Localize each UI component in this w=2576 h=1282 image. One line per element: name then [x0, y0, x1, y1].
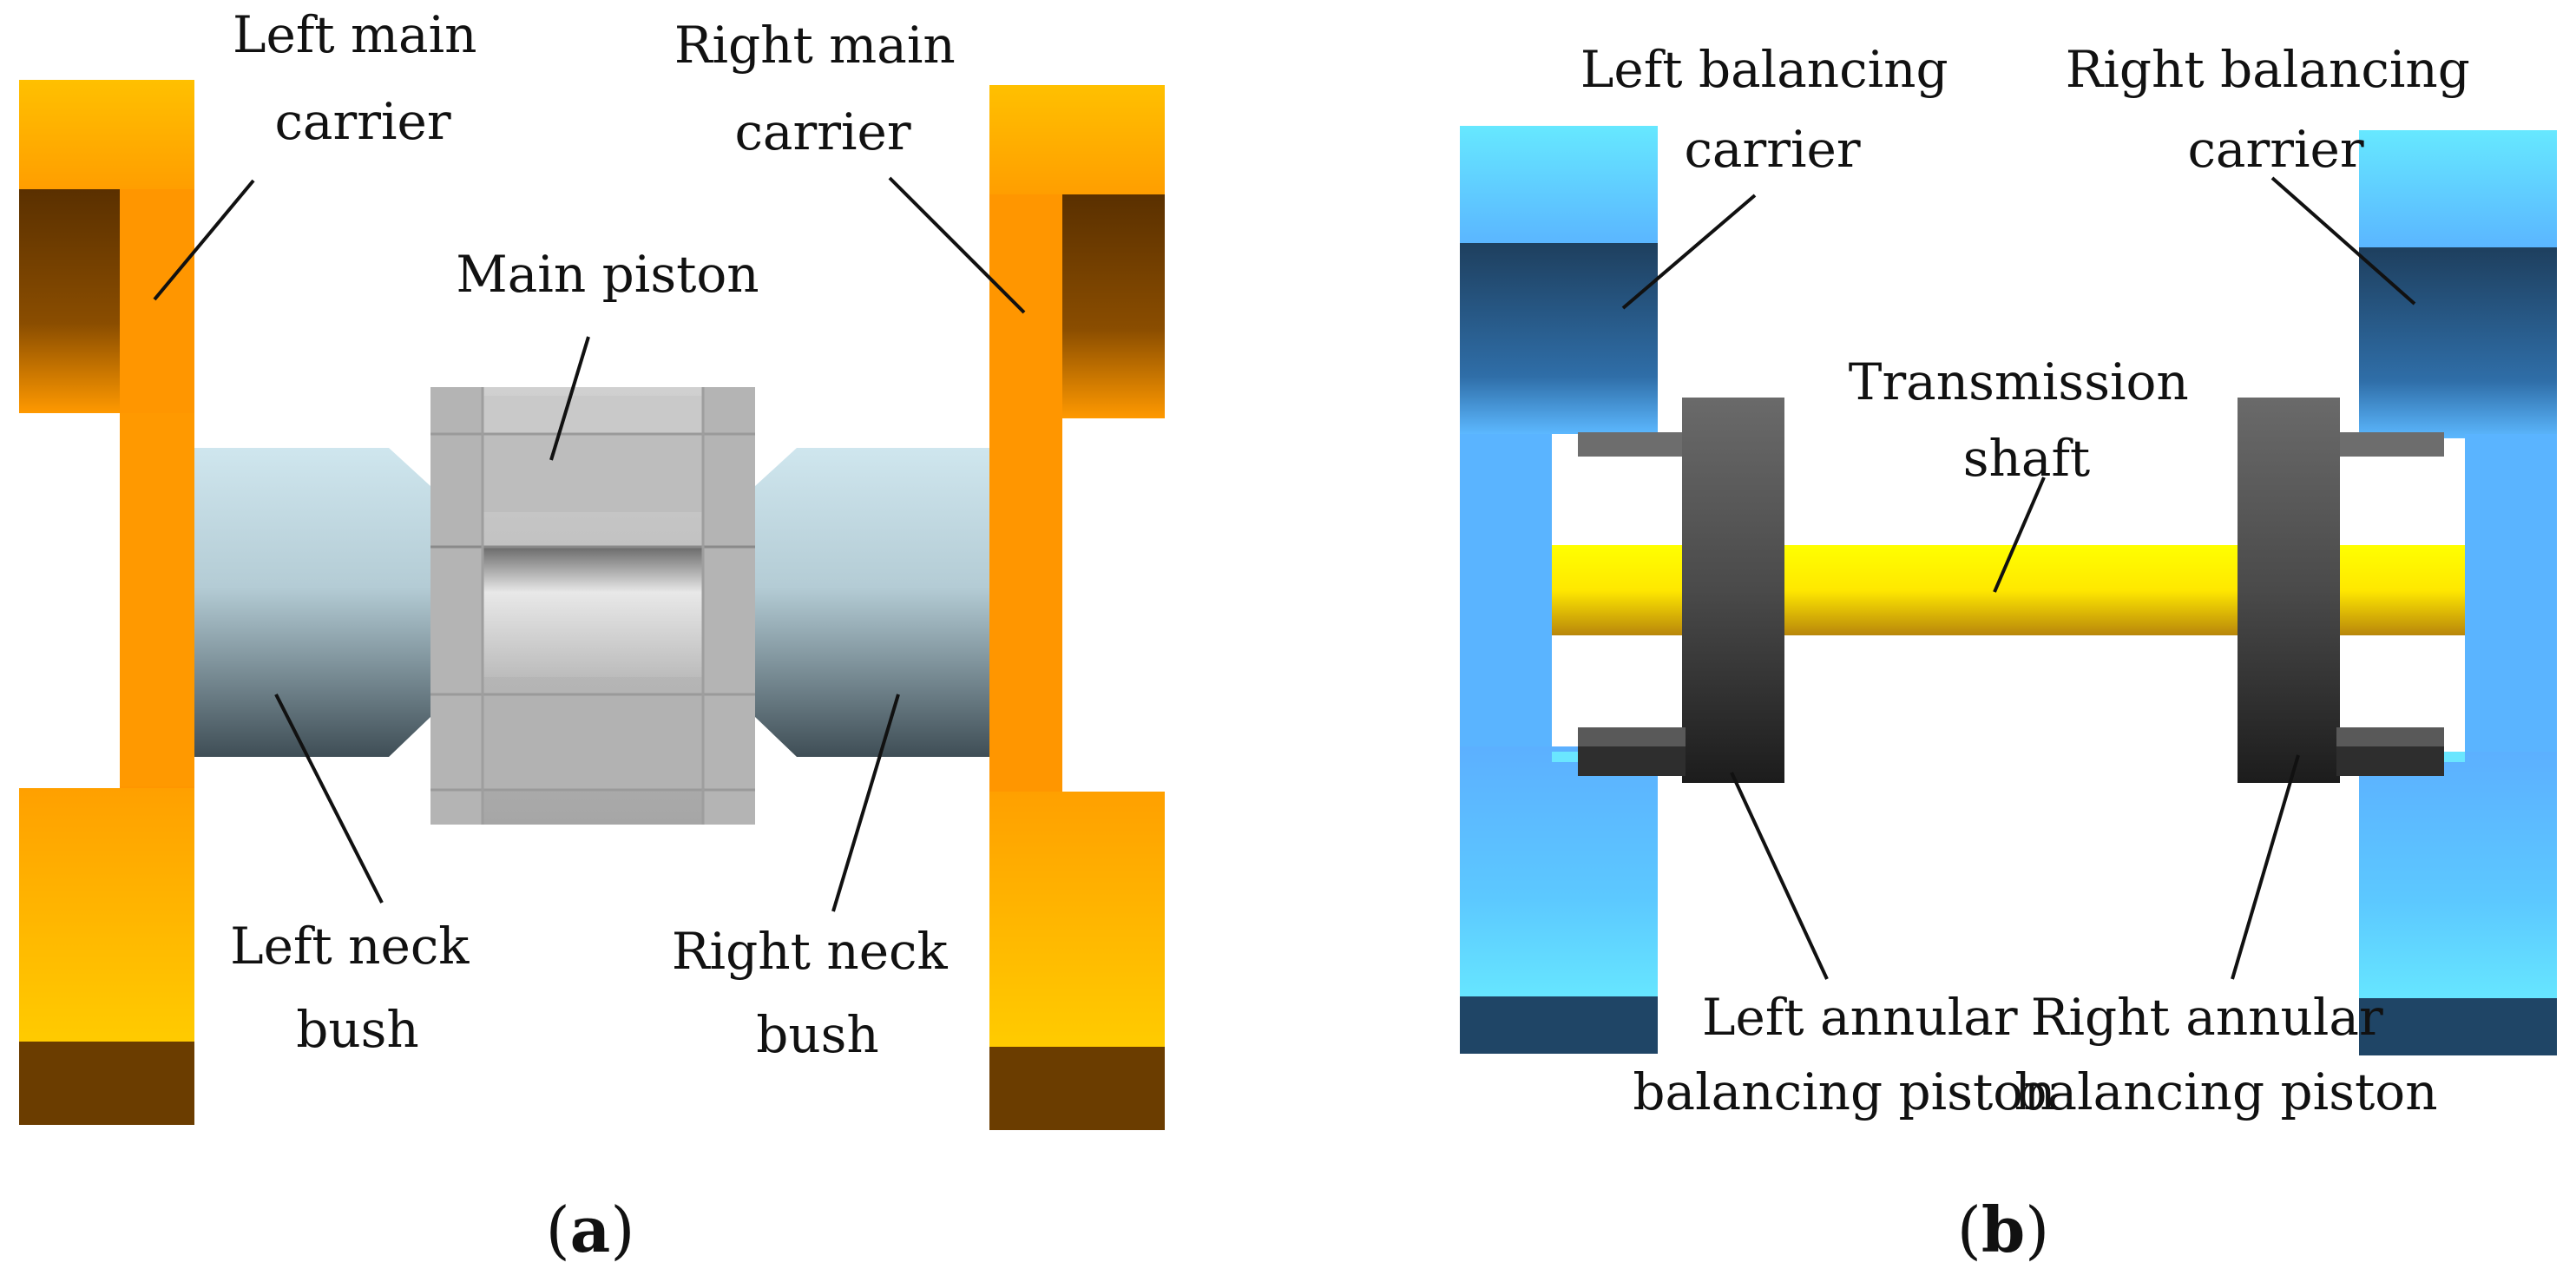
label-left-annular-balancing-piston: Left annular balancing piston: [1633, 988, 2055, 1121]
leader-main-piston: [549, 336, 590, 461]
label-left-balancing-carrier: Left balancing carrier: [1580, 40, 1964, 179]
leader-right-neck-bush: [831, 694, 900, 912]
panel-a: Left main carrier Right main carrier Mai…: [19, 5, 1165, 1266]
left-annular-balancing-piston: [1578, 398, 1784, 783]
leader-left-neck-bush: [274, 694, 384, 904]
label-transmission-shaft: Transmission shaft: [1849, 352, 2205, 488]
right-balancing-carrier: [2359, 130, 2557, 1055]
right-neck-bush: [755, 448, 989, 757]
label-right-neck-bush: Right neck bush: [672, 922, 963, 1064]
leader-right-balancing-carrier: [2270, 176, 2416, 306]
right-main-carrier: [989, 85, 1165, 1130]
leader-transmission-shaft: [1993, 477, 2046, 593]
caption-b: (b): [1957, 1193, 2050, 1266]
leader-right-main-carrier: [888, 176, 1026, 314]
label-right-main-carrier: Right main carrier: [674, 16, 971, 161]
caption-a: (a): [546, 1193, 635, 1266]
left-main-carrier: [19, 80, 194, 1125]
leader-left-main-carrier: [153, 179, 255, 301]
label-main-piston: Main piston: [456, 245, 759, 304]
left-balancing-carrier: [1460, 126, 1658, 1054]
leader-left-annular-balancing-piston: [1730, 772, 1829, 980]
leader-left-balancing-carrier: [1621, 194, 1757, 310]
label-right-annular-balancing-piston: Right annular balancing piston: [2014, 988, 2437, 1121]
leader-right-annular-balancing-piston: [2231, 754, 2300, 980]
label-left-main-carrier: Left main carrier: [233, 5, 493, 151]
left-neck-bush: [194, 448, 430, 757]
main-piston: [430, 387, 755, 825]
right-annular-balancing-piston: [2238, 398, 2444, 783]
label-left-neck-bush: Left neck bush: [230, 917, 485, 1059]
label-right-balancing-carrier: Right balancing carrier: [2066, 40, 2487, 179]
panel-b: Left balancing carrier Right balancing c…: [1460, 40, 2557, 1266]
